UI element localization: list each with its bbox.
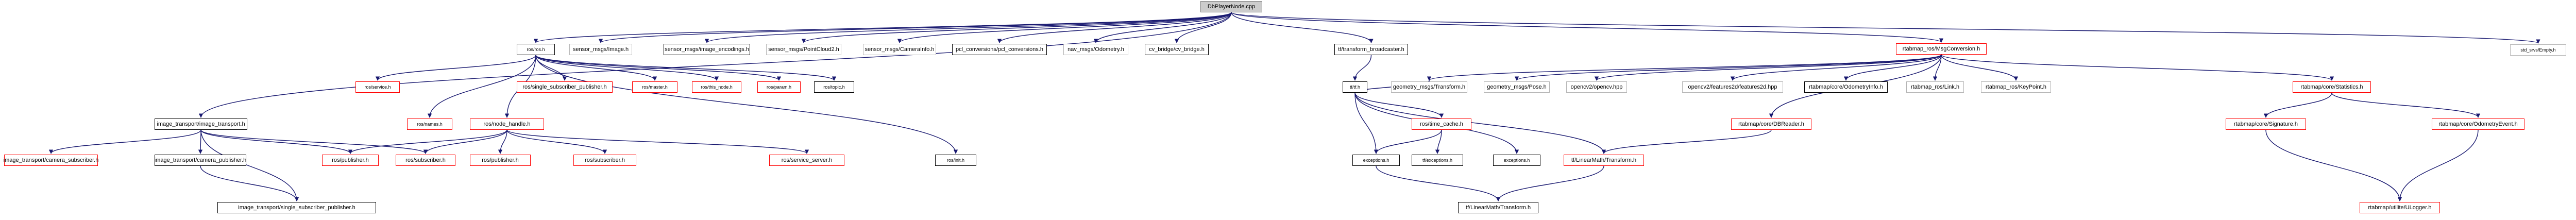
graph-node-ros-topic-h[interactable]: ros/topic.h [814, 81, 854, 93]
graph-edge [535, 55, 719, 81]
graph-edge [1730, 54, 1942, 81]
graph-edge [1231, 12, 1943, 43]
graph-node-ros-time-cache-h[interactable]: ros/time_cache.h [1412, 119, 1471, 130]
graph-node-rtabmap-utilite-ulogger-h[interactable]: rtabmap/utilite/ULogger.h [2360, 202, 2440, 213]
graph-edge [2331, 92, 2481, 118]
graph-edge [200, 129, 299, 201]
graph-edge [48, 129, 201, 154]
graph-edge [535, 55, 782, 81]
graph-edge [1941, 54, 2334, 81]
graph-node-sensor-msgs-camerainfo-h[interactable]: sensor_msgs/CameraInfo.h [863, 44, 936, 55]
graph-node-tf-exceptions-h[interactable]: tf/exceptions.h [1412, 155, 1463, 166]
graph-node-ros-names-h[interactable]: ros/names.h [407, 119, 452, 130]
graph-node-cv-bridge-cv-bridge-h[interactable]: cv_bridge/cv_bridge.h [1145, 44, 1209, 55]
graph-node-ros-node-handle-h[interactable]: ros/node_handle.h [470, 119, 544, 130]
graph-edge [2263, 92, 2332, 118]
graph-edge [506, 129, 809, 154]
graph-edge [1435, 129, 1442, 154]
graph-node-sensor-msgs-pointcloud2-h[interactable]: sensor_msgs/PointCloud2.h [766, 44, 841, 55]
graph-edge [1427, 54, 1942, 81]
graph-node-ros-single-subscriber-publisher-h[interactable]: ros/single_subscriber_publisher.h [517, 81, 613, 93]
graph-edge [1093, 12, 1232, 43]
graph-node-image-transport-camera-publisher-h[interactable]: image_transport/camera_publisher.h [155, 155, 246, 166]
graph-node-std-srvs-empty-h[interactable]: std_srvs/Empty.h [2510, 44, 2566, 56]
graph-edge [599, 12, 1232, 43]
graph-edge [1941, 54, 2019, 81]
graph-node-rtabmap-core-statistics-h[interactable]: rtabmap/core/Statistics.h [2293, 81, 2371, 93]
graph-node-rtabmap-ros-keypoint-h[interactable]: rtabmap_ros/KeyPoint.h [1981, 81, 2051, 93]
graph-edge [348, 129, 507, 154]
graph-edge [1376, 165, 1501, 201]
graph-edge [200, 129, 353, 154]
graph-edge [802, 12, 1232, 43]
graph-edge [506, 129, 607, 154]
graph-node-sensor-msgs-image-encodings-h[interactable]: sensor_msgs/image_encodings.h [664, 44, 750, 55]
graph-edge [535, 55, 837, 81]
graph-edge [897, 12, 1232, 43]
graph-node-pcl-conversions-pcl-conversions-h[interactable]: pcl_conversions/pcl_conversions.h [952, 44, 1047, 55]
graph-edge [198, 12, 1232, 118]
graph-node-image-transport-image-transport-h[interactable]: image_transport/image_transport.h [155, 119, 247, 130]
graph-node-nav-msgs-odometry-h[interactable]: nav_msgs/Odometry.h [1063, 44, 1128, 55]
graph-node-ros-param-h[interactable]: ros/param.h [757, 81, 801, 93]
graph-node-ros-this-node-h[interactable]: ros/this_node.h [692, 81, 741, 93]
graph-node-rtabmap-ros-link-h[interactable]: rtabmap_ros/Link.h [1906, 81, 1964, 93]
graph-node-exceptions-h[interactable]: exceptions.h [1493, 155, 1540, 166]
graph-node-geometry-msgs-pose-h[interactable]: geometry_msgs/Pose.h [1484, 81, 1550, 93]
graph-node-tf-tf-h[interactable]: tf/tf.h [1343, 81, 1367, 93]
graph-edge [200, 165, 299, 201]
graph-node-ros-subscriber-h[interactable]: ros/subscriber.h [396, 155, 455, 166]
graph-edge [375, 55, 536, 81]
graph-node-ros-service-server-h[interactable]: ros/service_server.h [769, 155, 844, 166]
graph-node-ros-service-h[interactable]: ros/service.h [355, 81, 400, 93]
graph-node-tf-linearmath-transform-h[interactable]: tf/LinearMath/Transform.h [1564, 155, 1644, 166]
graph-edge [198, 129, 203, 154]
graph-node-dbplayernode-cpp[interactable]: DbPlayerNode.cpp [1200, 1, 1262, 12]
graph-node-geometry-msgs-transform-h[interactable]: geometry_msgs/Transform.h [1391, 81, 1467, 93]
graph-edge [1174, 12, 1232, 43]
graph-edge [1354, 92, 1379, 154]
graph-node-opencv2-features2d-features2d-hpp[interactable]: opencv2/features2d/features2d.hpp [1682, 81, 1783, 93]
graph-node-rtabmap-core-odometryinfo-h[interactable]: rtabmap/core/OdometryInfo.h [1804, 81, 1888, 93]
graph-edge [2397, 129, 2479, 201]
graph-node-image-transport-camera-subscriber-h[interactable]: image_transport/camera_subscriber.h [4, 155, 98, 166]
graph-edge [2265, 129, 2402, 201]
graph-edge [1515, 54, 1942, 81]
graph-node-ros-master-h[interactable]: ros/master.h [632, 81, 677, 93]
graph-node-tf-linearmath-transform-h[interactable]: tf/LinearMath/Transform.h [1458, 202, 1538, 213]
graph-edge [423, 129, 507, 154]
graph-edge [1374, 129, 1442, 154]
graph-node-rtabmap-core-dbreader-h[interactable]: rtabmap/core/DBReader.h [1731, 119, 1811, 130]
graph-node-ros-publisher-h[interactable]: ros/publisher.h [470, 155, 531, 166]
graph-node-rtabmap-ros-msgconversion-h[interactable]: rtabmap_ros/MsgConversion.h [1896, 43, 1987, 55]
graph-node-ros-subscriber-h[interactable]: ros/subscriber.h [573, 155, 636, 166]
graph-edge [535, 55, 657, 81]
graph-node-tf-transform-broadcaster-h[interactable]: tf/transform_broadcaster.h [1334, 44, 1408, 55]
graph-edge [1354, 92, 1444, 118]
graph-node-ros-init-h[interactable]: ros/init.h [935, 155, 976, 166]
graph-node-sensor-msgs-image-h[interactable]: sensor_msgs/Image.h [569, 44, 632, 55]
graph-edge [1354, 92, 1606, 154]
graph-edge [1843, 54, 1942, 81]
graph-node-rtabmap-core-signature-h[interactable]: rtabmap/core/Signature.h [2226, 119, 2306, 130]
graph-node-image-transport-single-subscriber-publisher-h[interactable]: image_transport/single_subscriber_publis… [217, 202, 376, 213]
graph-edge [535, 55, 958, 154]
graph-node-exceptions-h[interactable]: exceptions.h [1352, 155, 1400, 166]
graph-edge [498, 129, 507, 154]
graph-edge [1352, 55, 1372, 81]
graph-edge [1496, 165, 1604, 201]
graph-edge [1595, 54, 1942, 81]
graph-edge [200, 129, 428, 154]
graph-node-ros-publisher-h[interactable]: ros/publisher.h [322, 155, 379, 166]
graph-node-rtabmap-core-odometryevent-h[interactable]: rtabmap/core/OdometryEvent.h [2432, 119, 2524, 130]
graph-edge [427, 55, 536, 118]
graph-edge [1231, 12, 2540, 44]
graph-edge [997, 12, 1232, 43]
graph-edge [1231, 12, 1374, 43]
graph-edge [705, 12, 1232, 43]
graph-node-ros-ros-h[interactable]: ros/ros.h [517, 44, 555, 55]
graph-node-opencv2-opencv-hpp[interactable]: opencv2/opencv.hpp [1566, 81, 1627, 93]
graph-edge [1601, 129, 1772, 154]
